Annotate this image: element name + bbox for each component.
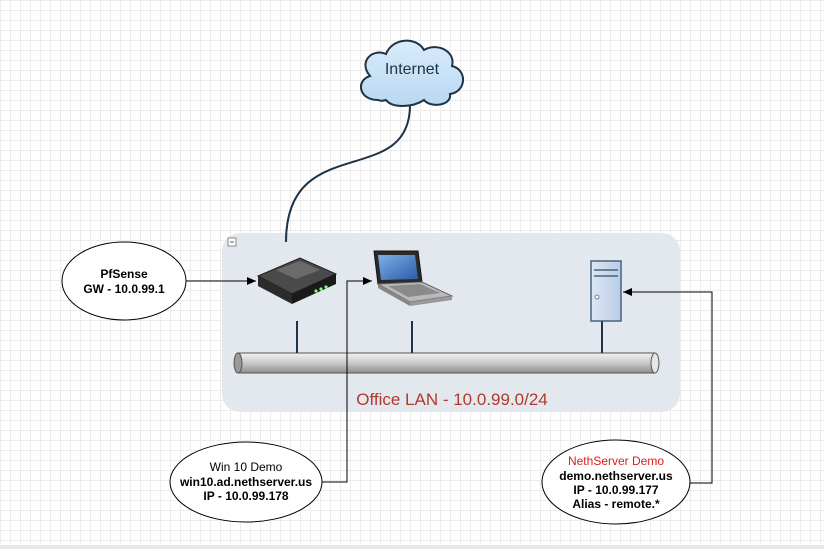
- internet-link: [285, 104, 411, 243]
- router-icon[interactable]: [256, 257, 338, 304]
- nethserver-note[interactable]: NethServer Demo demo.nethserver.us IP - …: [541, 439, 691, 525]
- win10-name: Win 10 Demo: [210, 460, 283, 474]
- office-lan-group[interactable]: [222, 233, 680, 412]
- office-lan-label: Office LAN - 10.0.99.0/24: [356, 390, 548, 409]
- lan-bus: [233, 352, 660, 374]
- nethserver-host: demo.nethserver.us: [559, 469, 673, 483]
- nethserver-alias: Alias - remote.*: [572, 497, 660, 511]
- win10-note[interactable]: Win 10 Demo win10.ad.nethserver.us IP - …: [169, 441, 323, 523]
- nethserver-name: NethServer Demo: [568, 454, 664, 468]
- laptop-icon[interactable]: [373, 250, 454, 306]
- nethserver-ip: IP - 10.0.99.177: [573, 483, 659, 497]
- server-tower-icon[interactable]: [590, 260, 622, 322]
- pfsense-note[interactable]: PfSense GW - 10.0.99.1: [61, 241, 187, 321]
- win10-ip: IP - 10.0.99.178: [203, 489, 289, 503]
- pfsense-name: PfSense: [100, 267, 148, 281]
- collapse-minus-icon[interactable]: [227, 237, 237, 247]
- cloud-icon[interactable]: Internet: [360, 39, 464, 107]
- win10-connector: [322, 277, 372, 483]
- cloud-label: Internet: [385, 61, 440, 78]
- nethserver-connector: [623, 288, 713, 484]
- pfsense-gateway: GW - 10.0.99.1: [83, 282, 165, 296]
- win10-host: win10.ad.nethserver.us: [179, 475, 312, 489]
- canvas-bottom-edge: [0, 545, 824, 549]
